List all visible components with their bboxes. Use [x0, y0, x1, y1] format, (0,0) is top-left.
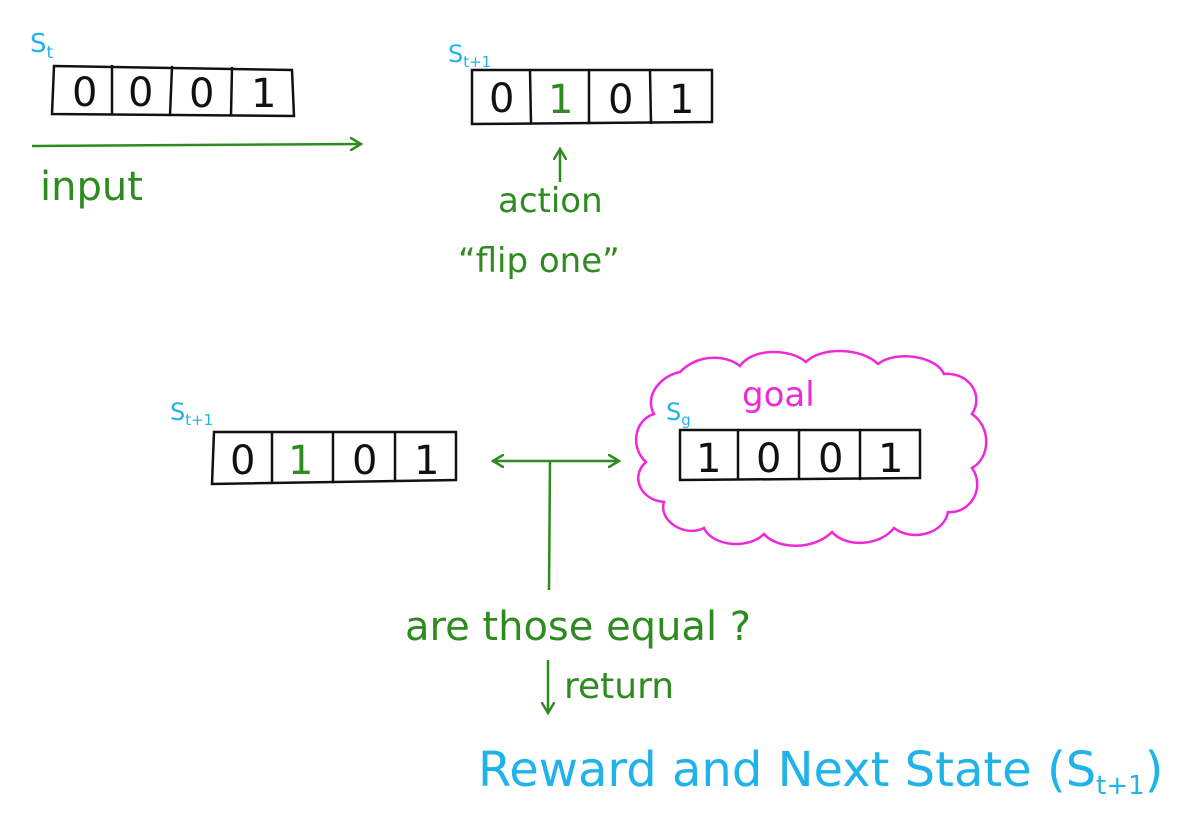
state-t1-top-bit-3: 1 [669, 77, 694, 123]
state-t1-bottom-bit-0: 0 [230, 438, 255, 484]
state-t1-bottom-label: St+1 [170, 398, 213, 429]
state-t-group: St 0 0 0 1 [30, 29, 296, 118]
state-t-bit-3: 1 [251, 71, 276, 117]
goal-bit-3: 1 [878, 436, 903, 482]
action-label: action [498, 181, 603, 221]
goal-cloud [634, 349, 988, 547]
goal-bit-1: 0 [756, 436, 781, 482]
goal-cloud-label: goal [742, 375, 815, 415]
state-t1-bottom-bit-2: 0 [352, 438, 377, 484]
question-text: are those equal ? [405, 604, 751, 650]
state-t1-top-group: St+1 0 1 0 1 [448, 40, 714, 126]
state-t1-bottom-bit-3: 1 [414, 438, 439, 484]
goal-state-label: Sg [666, 398, 691, 429]
state-t-register: 0 0 0 1 [50, 64, 296, 118]
input-arrow [31, 144, 360, 146]
state-t1-top-bit-0: 0 [489, 76, 514, 122]
state-t1-bottom-register: 0 1 0 1 [210, 430, 458, 486]
state-t1-top-bit-2: 0 [608, 77, 633, 123]
state-t-bit-2: 0 [189, 71, 214, 117]
state-t-label: St [30, 29, 54, 63]
state-t1-bottom-group: St+1 0 1 0 1 [170, 398, 458, 486]
action-quote: “flip one” [458, 241, 620, 281]
goal-group: goal Sg 1 0 0 1 [634, 349, 988, 547]
compare-stem [547, 460, 552, 591]
goal-register: 1 0 0 1 [678, 428, 922, 482]
input-label: input [40, 164, 143, 210]
state-t1-top-label: St+1 [448, 40, 491, 71]
state-t1-top-register: 0 1 0 1 [470, 68, 714, 126]
result-text: Reward and Next State (St+1) [478, 742, 1163, 801]
state-t1-top-bit-1: 1 [548, 77, 573, 123]
state-t-bit-0: 0 [72, 70, 97, 116]
goal-bit-2: 0 [818, 436, 843, 482]
goal-bit-0: 1 [696, 436, 721, 482]
return-label: return [564, 666, 674, 707]
state-t-bit-1: 0 [128, 70, 153, 116]
state-t1-bottom-bit-1: 1 [288, 438, 313, 484]
